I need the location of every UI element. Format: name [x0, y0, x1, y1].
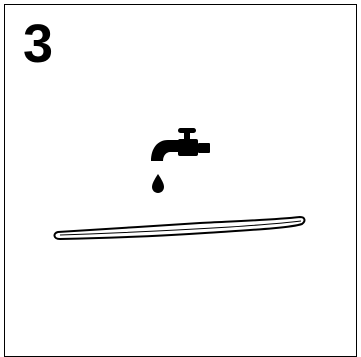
- water-drop-icon: [152, 174, 164, 193]
- wiper-blade-icon: [54, 217, 304, 239]
- faucet-icon: [151, 128, 210, 161]
